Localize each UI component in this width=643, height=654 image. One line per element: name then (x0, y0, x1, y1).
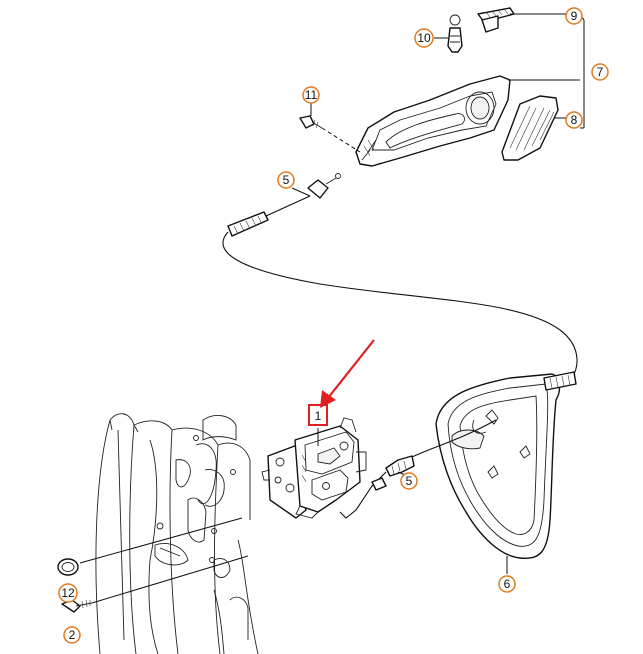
screw-part-11 (299, 102, 361, 153)
svg-text:10: 10 (417, 31, 431, 45)
interior-handle-assembly (355, 75, 580, 167)
svg-text:9: 9 (571, 9, 578, 23)
svg-text:7: 7 (597, 65, 604, 79)
outer-handle-part-6 (435, 371, 577, 574)
callout-10: 10 (414, 28, 434, 48)
screw-part-2 (61, 555, 249, 613)
callout-11: 11 (302, 86, 320, 104)
svg-text:6: 6 (504, 577, 511, 591)
bracket-7 (579, 13, 585, 129)
callout-5-upper: 5 (277, 171, 295, 189)
callout-5-lower: 5 (400, 472, 418, 490)
cover-part-8 (501, 95, 566, 161)
highlight-arrowhead (320, 390, 336, 408)
highlight-box (308, 404, 328, 426)
bulb-part-10 (434, 14, 463, 53)
cable-part-5-upper (222, 173, 578, 379)
svg-text:5: 5 (406, 474, 413, 488)
svg-text:12: 12 (61, 586, 75, 600)
callout-6: 6 (498, 575, 516, 593)
door-frame (95, 413, 259, 654)
callout-7: 7 (591, 63, 609, 81)
callout-2: 2 (63, 626, 81, 644)
callout-9: 9 (565, 7, 583, 25)
door-lock-assembly (261, 417, 367, 519)
svg-text:1: 1 (315, 409, 322, 423)
cap-part-12 (57, 517, 243, 576)
svg-text:8: 8 (571, 113, 578, 127)
highlight-arrow (327, 339, 375, 399)
svg-text:2: 2 (69, 628, 76, 642)
highlight-marker: 1 (308, 339, 375, 426)
lamp-part-9 (477, 7, 566, 33)
callout-12: 12 (58, 583, 78, 603)
cable-part-5-lower (339, 419, 497, 519)
svg-text:11: 11 (305, 88, 318, 102)
callout-8: 8 (565, 111, 583, 129)
svg-text:5: 5 (283, 173, 290, 187)
